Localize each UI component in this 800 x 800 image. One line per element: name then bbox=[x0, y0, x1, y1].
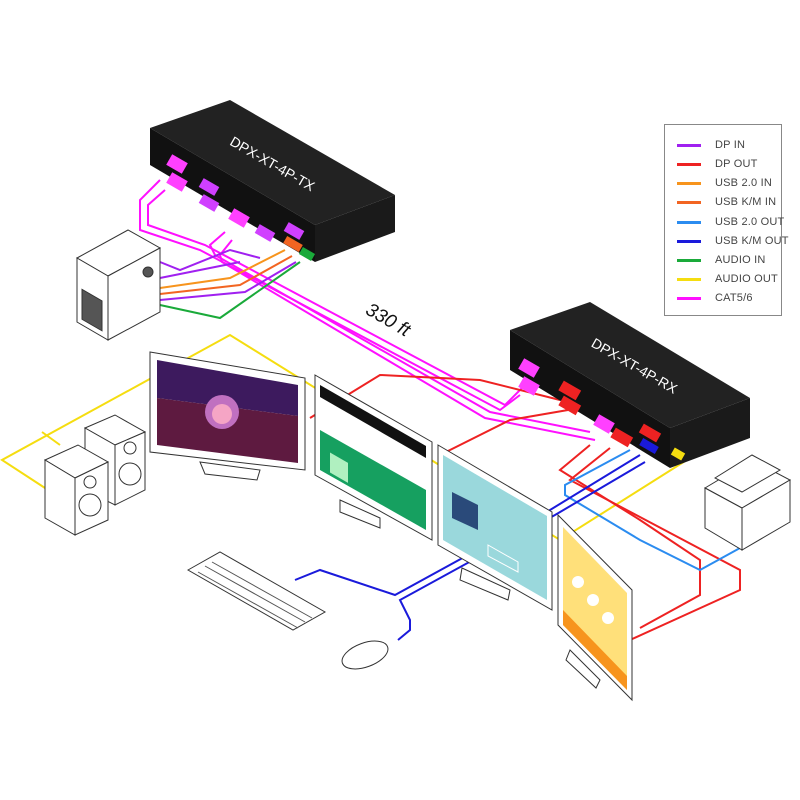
legend-item-usb-km-in: USB K/M IN bbox=[677, 193, 776, 211]
legend-swatch bbox=[677, 162, 701, 166]
printer bbox=[703, 454, 792, 551]
monitor-4 bbox=[557, 513, 633, 702]
legend-label: DP OUT bbox=[715, 158, 758, 170]
monitor-3 bbox=[437, 444, 553, 611]
computer-cables bbox=[159, 248, 301, 320]
legend-swatch bbox=[677, 258, 701, 262]
speakers bbox=[43, 414, 147, 536]
legend-label: AUDIO IN bbox=[715, 254, 766, 266]
legend-label: USB 2.0 IN bbox=[715, 177, 773, 189]
legend-item-dp-in: DP IN bbox=[677, 136, 745, 154]
legend-label: USB K/M OUT bbox=[715, 235, 789, 247]
usb-out-cables bbox=[294, 449, 741, 641]
legend-swatch bbox=[677, 296, 701, 300]
legend-swatch bbox=[677, 277, 701, 281]
legend-item-usb-km-out: USB K/M OUT bbox=[677, 232, 789, 250]
cat-cable-4 bbox=[218, 239, 596, 441]
legend-label: CAT5/6 bbox=[715, 292, 753, 304]
legend-item-dp-out: DP OUT bbox=[677, 155, 758, 173]
cat-cable-1 bbox=[139, 179, 521, 412]
legend-item-audio-in: AUDIO IN bbox=[677, 251, 766, 269]
audio-out-cables bbox=[0, 333, 691, 542]
computer-tower bbox=[75, 229, 162, 341]
legend-item-usb-20-out: USB 2.0 OUT bbox=[677, 213, 784, 231]
legend-label: DP IN bbox=[715, 139, 746, 151]
legend-item-audio-out: AUDIO OUT bbox=[677, 270, 778, 288]
keyboard bbox=[186, 551, 327, 631]
monitor-2 bbox=[314, 374, 433, 541]
legend-swatch bbox=[677, 239, 701, 243]
legend-swatch bbox=[677, 200, 701, 204]
distance-label: 330 ft bbox=[362, 299, 414, 341]
legend-swatch bbox=[677, 181, 701, 185]
monitor-1 bbox=[149, 351, 306, 481]
receiver-unit: DPX-XT-4P-RX bbox=[510, 302, 750, 468]
legend: DP IN DP OUT USB 2.0 IN USB K/M IN USB 2… bbox=[664, 124, 789, 316]
mouse bbox=[341, 640, 389, 670]
legend-label: USB K/M IN bbox=[715, 196, 777, 208]
cat-cable-2 bbox=[147, 189, 526, 407]
transmitter-unit: DPX-XT-4P-TX bbox=[150, 100, 395, 262]
legend-label: AUDIO OUT bbox=[715, 273, 778, 285]
legend-item-usb-20-in: USB 2.0 IN bbox=[677, 174, 772, 192]
legend-swatch bbox=[677, 220, 701, 224]
legend-label: USB 2.0 OUT bbox=[715, 216, 785, 228]
legend-swatch bbox=[677, 143, 701, 147]
legend-item-cat5-6: CAT5/6 bbox=[677, 289, 753, 307]
